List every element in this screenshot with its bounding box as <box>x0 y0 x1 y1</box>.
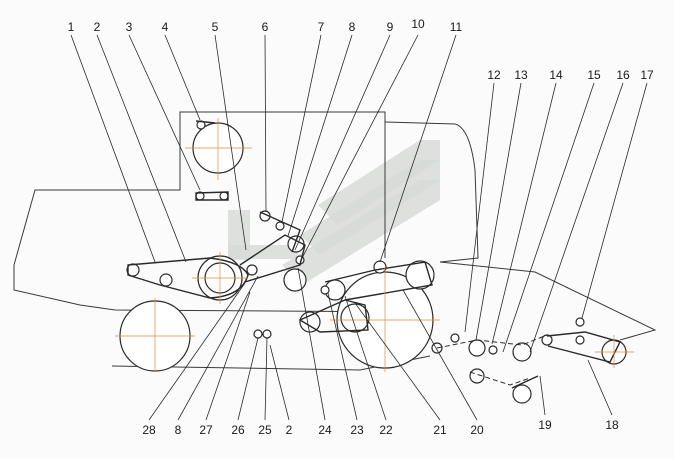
callout-6: 6 <box>262 20 269 34</box>
callout-12: 12 <box>487 68 501 82</box>
callout-22: 22 <box>379 423 393 437</box>
callout-2-bottom: 2 <box>286 423 293 437</box>
callout-17: 17 <box>640 68 654 82</box>
callout-7: 7 <box>318 20 325 34</box>
idlers <box>126 120 585 355</box>
callout-8-bottom: 8 <box>175 423 182 437</box>
callout-15: 15 <box>587 68 601 82</box>
callout-23: 23 <box>350 423 364 437</box>
callout-21: 21 <box>433 423 447 437</box>
callout-5: 5 <box>212 20 219 34</box>
callout-2: 2 <box>94 20 101 34</box>
callout-9: 9 <box>387 20 394 34</box>
callout-3: 3 <box>126 20 133 34</box>
axis-lines <box>115 118 634 372</box>
callout-24: 24 <box>318 423 332 437</box>
callout-1: 1 <box>68 20 75 34</box>
callouts-top: 1 2 3 4 5 6 7 8 9 10 11 12 13 14 15 16 1… <box>68 17 654 82</box>
callout-13: 13 <box>514 68 528 82</box>
callout-8: 8 <box>349 20 356 34</box>
callout-20: 20 <box>470 423 484 437</box>
leader-lines <box>70 34 648 421</box>
callout-28: 28 <box>142 423 156 437</box>
callout-26: 26 <box>231 423 245 437</box>
callout-10: 10 <box>411 17 425 31</box>
machine-outline <box>13 111 657 371</box>
callout-4: 4 <box>162 20 169 34</box>
callout-18: 18 <box>605 418 619 432</box>
callout-25: 25 <box>258 423 272 437</box>
drums <box>119 122 627 404</box>
callout-19: 19 <box>538 418 552 432</box>
callouts-bottom: 28 8 27 26 25 2 24 23 22 21 20 19 18 <box>142 418 619 437</box>
callout-16: 16 <box>616 68 630 82</box>
callout-11: 11 <box>450 20 463 34</box>
callout-27: 27 <box>199 423 213 437</box>
callout-14: 14 <box>549 68 563 82</box>
